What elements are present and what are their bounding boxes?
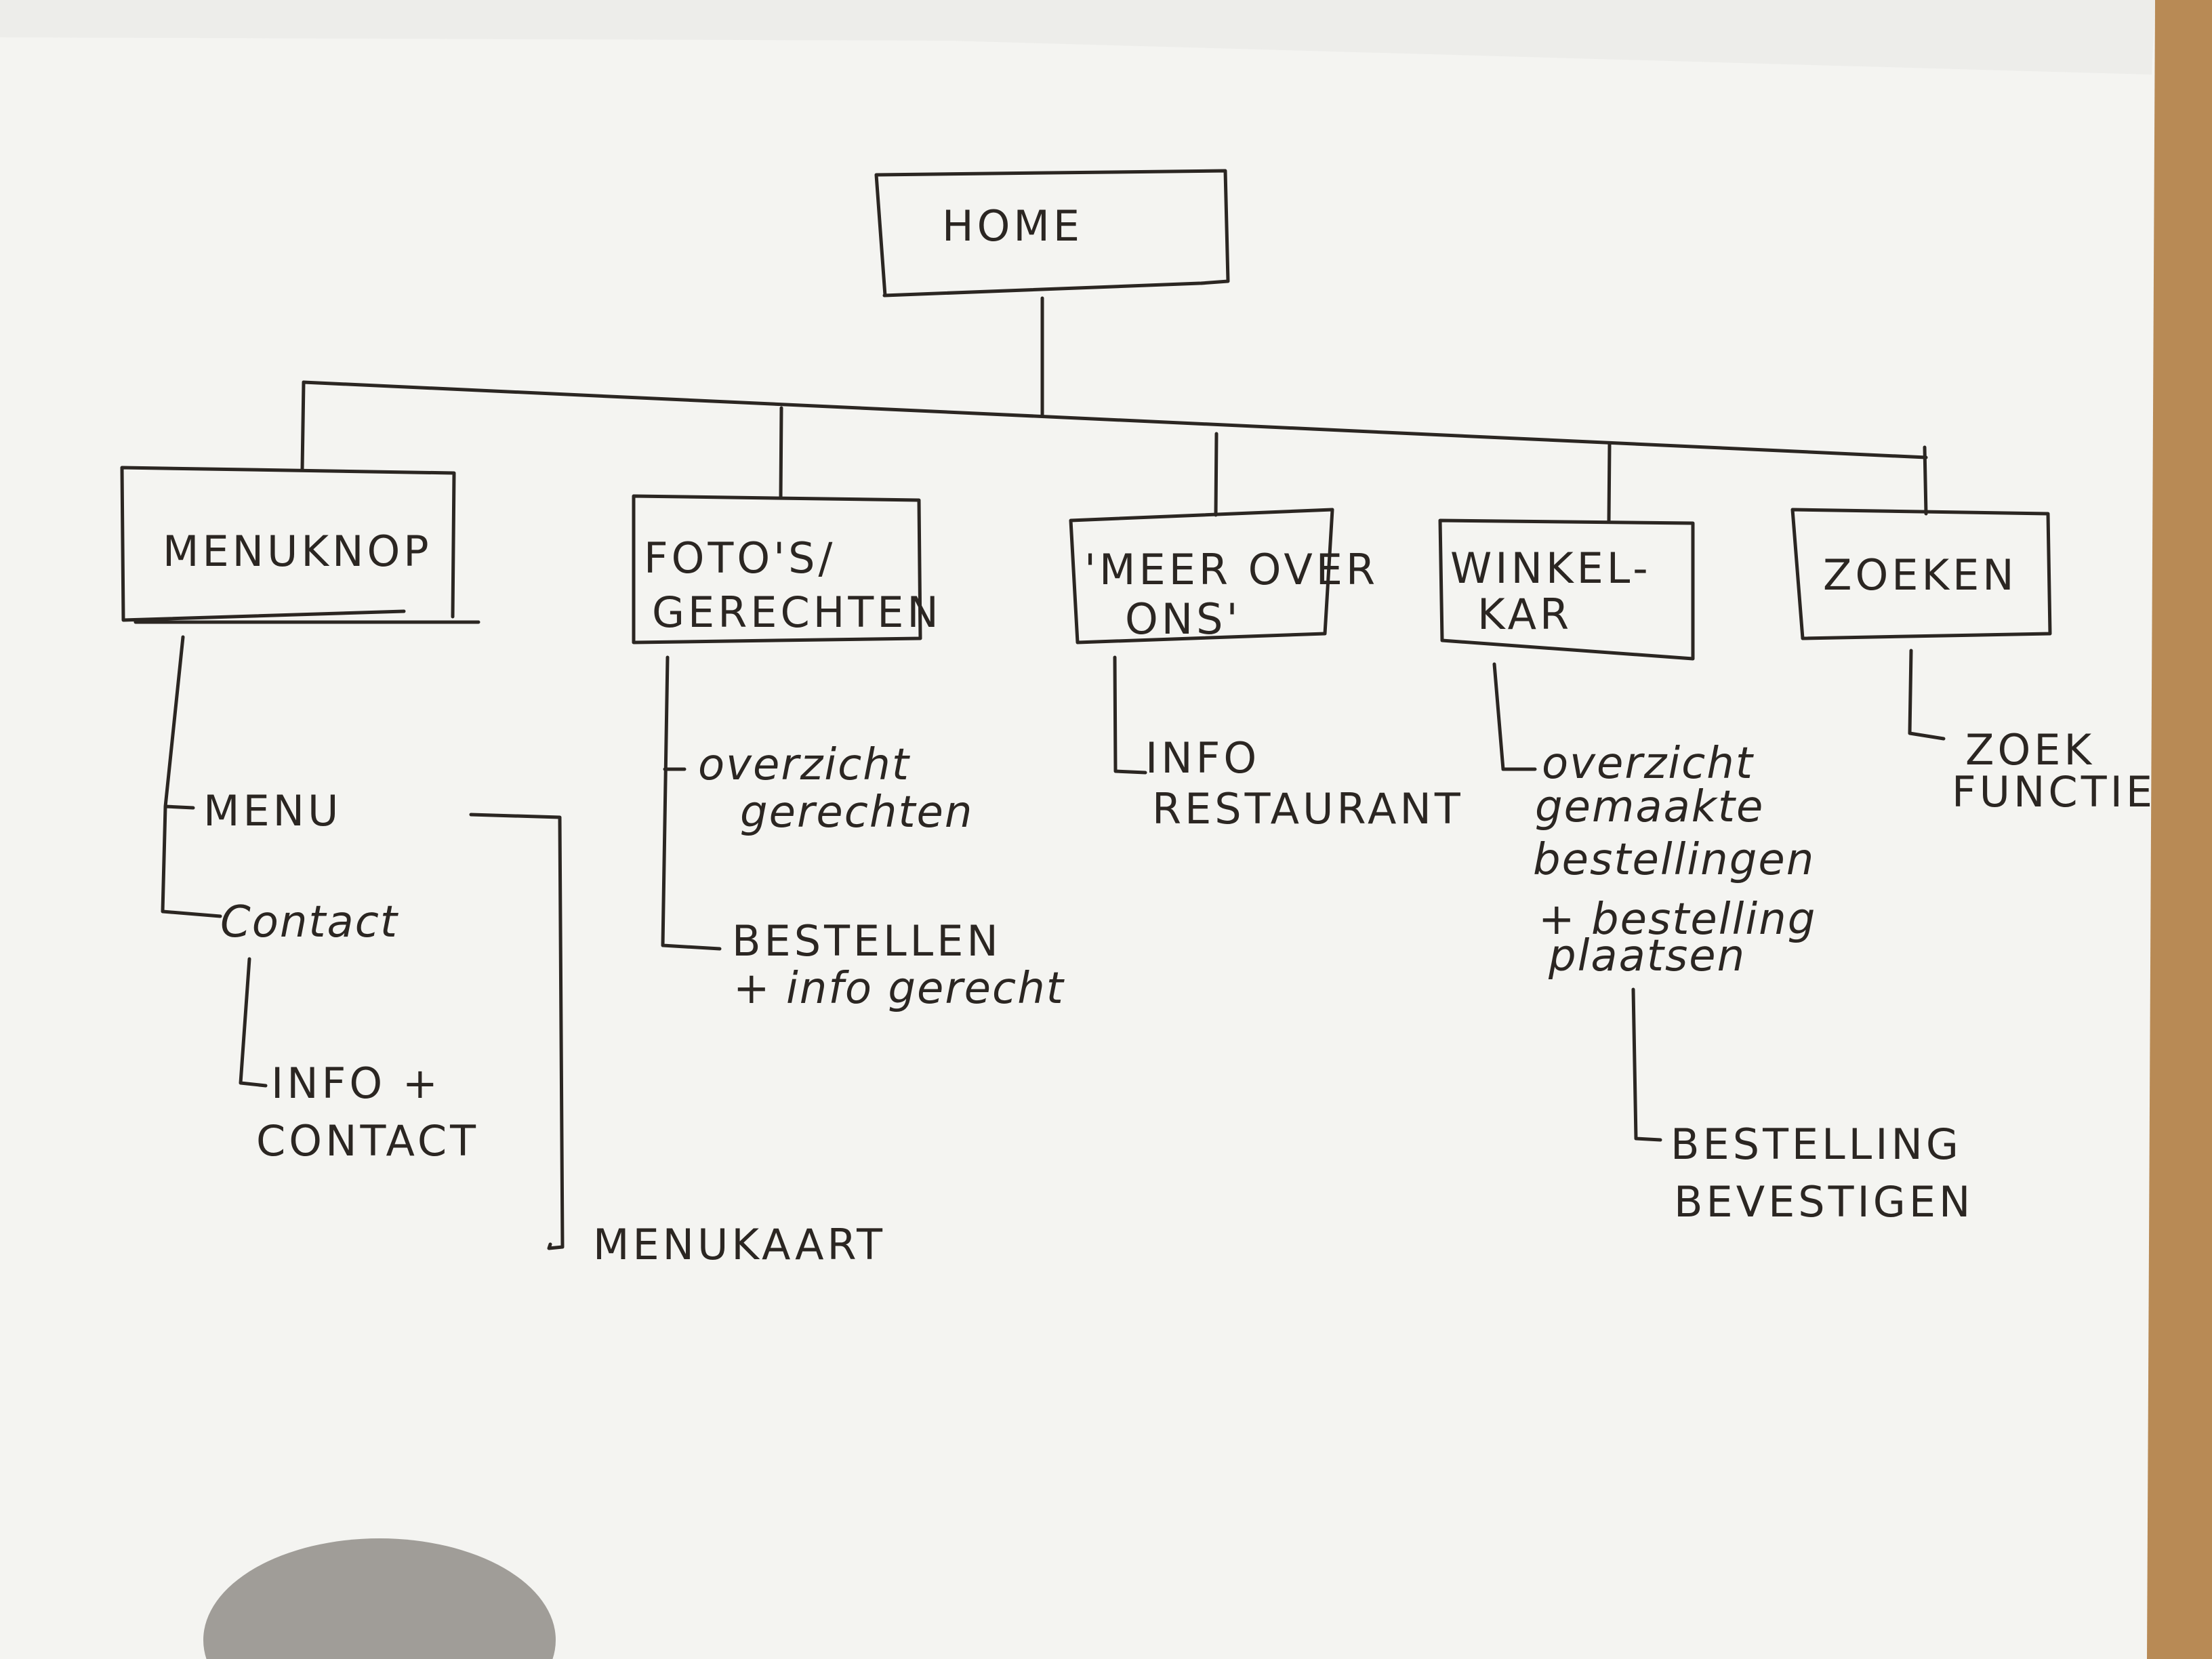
root-box <box>874 169 1230 298</box>
branch-bar <box>302 380 1928 459</box>
leaf-overzicht-bestellingen-4: + bestelling <box>1538 895 1816 945</box>
box-label-meer-over-ons-2: ONS' <box>1125 594 1242 644</box>
root-node: HOME <box>874 169 1230 298</box>
hand-shadow <box>203 1538 556 1659</box>
tree-menuknop <box>161 635 222 918</box>
menu-to-menukaart <box>469 813 565 1250</box>
box-menuknop <box>120 466 480 624</box>
box-zoeken <box>1790 508 2052 640</box>
leaf-menukaart: MENUKAART <box>593 1220 886 1269</box>
box-label-winkelkar-2: KAR <box>1477 590 1572 639</box>
leaf-info-contact-2: CONTACT <box>256 1116 479 1166</box>
leaf-overzicht-bestellingen-1: overzicht <box>1542 739 1755 789</box>
contact-to-info <box>239 957 268 1088</box>
drop-winkelkar <box>1607 442 1612 524</box>
tree-zoeken <box>1908 649 1946 741</box>
box-gerechten <box>632 494 922 644</box>
tree-gerechten <box>661 655 722 951</box>
box-winkelkar <box>1438 518 1695 661</box>
leaf-bestelling-bevestigen-2: BEVESTIGEN <box>1674 1177 1973 1227</box>
leaf-info-contact-1: INFO + <box>271 1059 441 1108</box>
bestellingen-to-bevestigen <box>1631 987 1662 1142</box>
box-label-zoeken: ZOEKEN <box>1823 550 2018 600</box>
branch-meer-over-ons: 'MEER OVER ONS' INFO RESTAURANT <box>1069 432 1464 834</box>
box-label-menuknop: MENUKNOP <box>163 527 432 576</box>
leaf-bestellen-1: BESTELLEN <box>732 916 1002 966</box>
leaf-bestelling-bevestigen-1: BESTELLING <box>1671 1120 1962 1169</box>
branch-winkelkar: WINKEL- KAR overzicht gemaakte bestellin… <box>1438 442 1973 1227</box>
leaf-bestellen-2: + info gerecht <box>733 964 1065 1014</box>
box-label-winkelkar-1: WINKEL- <box>1450 544 1652 593</box>
box-meer-over-ons <box>1069 508 1334 644</box>
paper-sheet <box>0 0 2155 1659</box>
leaf-zoek-functie-2: FUNCTIE <box>1952 767 2156 817</box>
leaf-menu: MENU <box>203 786 342 836</box>
box-label-gerechten-1: FOTO'S/ <box>644 533 836 583</box>
branch-menuknop: MENUKNOP MENU MENUKAART Contact INFO + C… <box>120 380 886 1269</box>
drop-zoeken <box>1923 445 1928 516</box>
box-label-gerechten-2: GERECHTEN <box>652 588 942 637</box>
branch-gerechten: FOTO'S/ GERECHTEN overzicht gerechten BE… <box>632 406 1065 1014</box>
tree-winkelkar <box>1492 662 1537 771</box>
leaf-overzicht-gerechten-1: overzicht <box>698 740 911 790</box>
leaf-overzicht-bestellingen-5: plaatsen <box>1548 931 1746 981</box>
leaf-zoek-functie-1: ZOEK <box>1965 725 2095 775</box>
leaf-info-restaurant-2: RESTAURANT <box>1152 784 1464 834</box>
leaf-overzicht-gerechten-2: gerechten <box>740 787 973 838</box>
leaf-overzicht-bestellingen-3: bestellingen <box>1533 835 1815 885</box>
leaf-contact: Contact <box>220 897 399 947</box>
drop-menuknop <box>300 380 306 471</box>
leaf-info-restaurant-1: INFO <box>1145 733 1260 783</box>
root-label: HOME <box>942 201 1083 251</box>
box-label-meer-over-ons-1: 'MEER OVER <box>1084 545 1378 594</box>
leaf-overzicht-bestellingen-2: gemaakte <box>1535 782 1764 832</box>
branch-zoeken: ZOEKEN ZOEK FUNCTIE <box>1790 445 2156 817</box>
paper-top-shadow <box>0 0 2155 75</box>
tree-meer-over-ons <box>1113 655 1147 775</box>
